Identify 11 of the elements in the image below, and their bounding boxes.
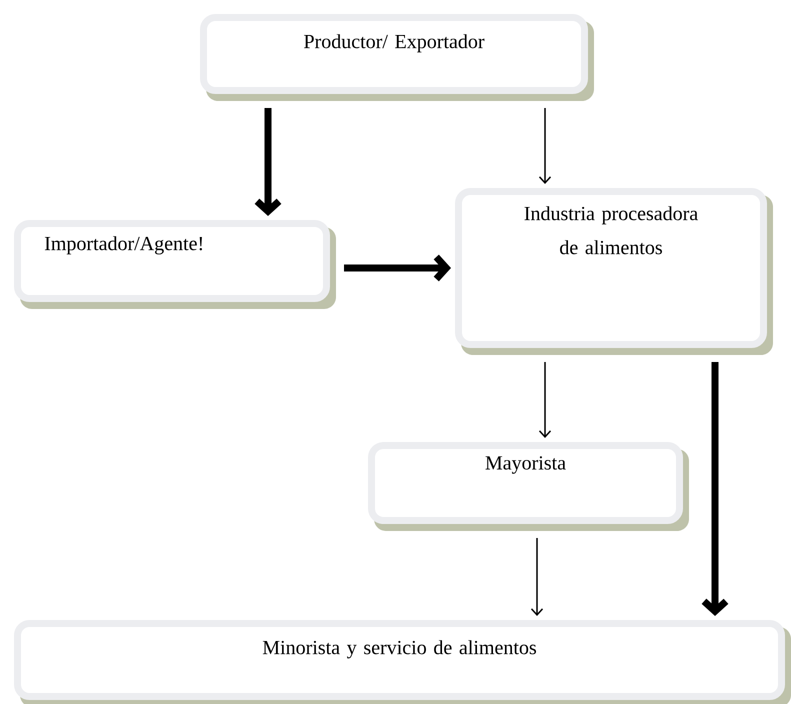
arrow bbox=[530, 538, 544, 616]
arrow bbox=[702, 362, 728, 616]
arrow bbox=[254, 108, 282, 216]
process-box: Industria procesadora de alimentos bbox=[455, 188, 773, 355]
process-box: Productor/ Exportador bbox=[200, 14, 594, 101]
process-box: Mayorista bbox=[368, 442, 689, 531]
arrow bbox=[344, 254, 452, 282]
process-box: Minorista y servicio de alimentos bbox=[14, 620, 791, 704]
arrow bbox=[538, 362, 552, 438]
process-box: Importador/Agente! bbox=[14, 220, 336, 309]
arrow bbox=[538, 108, 552, 184]
